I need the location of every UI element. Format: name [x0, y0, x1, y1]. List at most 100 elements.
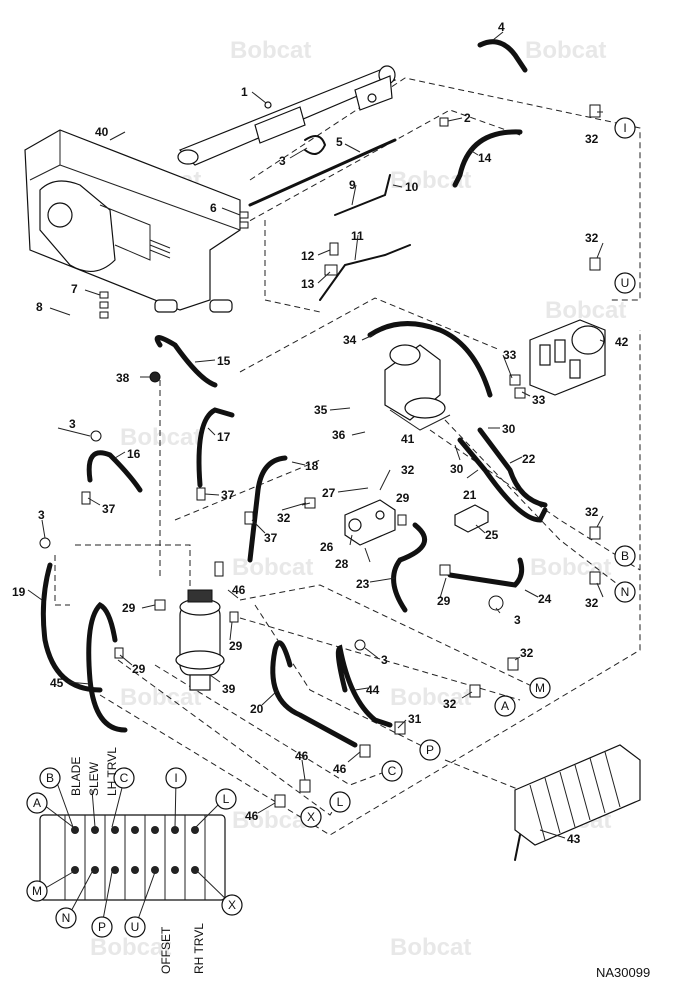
hose-15: [154, 335, 218, 388]
part-label-39: 39: [222, 682, 236, 696]
part-label-32b: 32: [585, 231, 599, 245]
hose-19: [40, 562, 103, 693]
part-label-33: 33: [503, 348, 517, 362]
part-label-18: 18: [305, 459, 319, 473]
part-label-44: 44: [366, 683, 380, 697]
hose-34: [367, 321, 493, 398]
part-label-3d: 3: [514, 613, 521, 627]
connector-U: U: [614, 272, 636, 294]
connector-X: X: [300, 806, 322, 828]
part-label-8: 8: [36, 300, 43, 314]
connection-circles: I U B N M A P C L X B A C I L M N P U X: [26, 117, 636, 938]
connector-M: M: [529, 677, 551, 699]
part-label-10: 10: [405, 180, 419, 194]
main-control-valve: [514, 744, 641, 861]
tube-11: [319, 244, 411, 301]
part-label-32: 32: [585, 132, 599, 146]
watermark: Bobcat: [232, 807, 313, 834]
inset-connector-A: A: [26, 792, 48, 814]
part-label-15: 15: [217, 354, 231, 368]
part-numbers: 1 2 3 4 5 6 7 8 9 10 11 12 13 14 15 16 1…: [12, 20, 629, 846]
part-label-46b: 46: [295, 749, 309, 763]
svg-text:C: C: [120, 771, 129, 785]
hose-14: [452, 129, 523, 188]
svg-text:I: I: [174, 771, 177, 785]
part-label-7: 7: [71, 282, 78, 296]
part-label-46c: 46: [333, 762, 347, 776]
part-label-13: 13: [301, 277, 315, 291]
part-label-1: 1: [241, 85, 248, 99]
label-blade: BLADE: [69, 757, 83, 796]
clamp: [304, 135, 327, 155]
part-label-6: 6: [210, 201, 217, 215]
watermark: Bobcat: [120, 424, 201, 451]
svg-text:M: M: [535, 681, 545, 695]
inset-connector-M: M: [26, 880, 48, 902]
part-label-32h: 32: [443, 697, 457, 711]
inset-connector-X: X: [221, 894, 243, 916]
valve-inset: [39, 814, 226, 901]
valve-25: [454, 504, 489, 533]
connector-A: A: [494, 695, 516, 717]
svg-text:P: P: [426, 743, 434, 757]
connector-B: B: [614, 545, 636, 567]
watermarks: Bobcat Bobcat Bobcat Bobcat Bobcat Bobca…: [90, 37, 626, 961]
pilot-valve: [384, 344, 451, 431]
svg-text:X: X: [228, 898, 236, 912]
part-label-5: 5: [336, 135, 343, 149]
swivel-joint: [175, 589, 225, 691]
part-label-32e: 32: [585, 505, 599, 519]
svg-text:C: C: [388, 764, 397, 778]
part-label-40: 40: [95, 125, 109, 139]
part-label-20: 20: [250, 702, 264, 716]
part-label-32g: 32: [520, 646, 534, 660]
part-label-37b: 37: [221, 488, 235, 502]
part-label-34: 34: [343, 333, 357, 347]
part-label-16: 16: [127, 447, 141, 461]
part-label-19: 19: [12, 585, 26, 599]
part-label-31: 31: [408, 712, 422, 726]
part-label-22: 22: [522, 452, 536, 466]
connector-I: I: [614, 117, 636, 139]
part-label-3b: 3: [69, 417, 76, 431]
hose-18: [247, 455, 288, 563]
part-label-21: 21: [463, 488, 477, 502]
hose-17: [196, 407, 235, 488]
hose-4: [477, 39, 528, 73]
part-label-29b: 29: [122, 601, 136, 615]
tube-9: [334, 174, 391, 216]
part-label-32d: 32: [277, 511, 291, 525]
part-label-3: 3: [279, 154, 286, 168]
part-label-30b: 30: [450, 462, 464, 476]
connector-L: L: [329, 791, 351, 813]
part-label-27: 27: [322, 486, 336, 500]
part-label-35: 35: [314, 403, 328, 417]
svg-text:B: B: [621, 549, 629, 563]
svg-text:N: N: [62, 911, 71, 925]
hose-16: [86, 450, 143, 493]
svg-text:U: U: [131, 920, 140, 934]
part-label-29e: 29: [437, 594, 451, 608]
part-label-3c: 3: [38, 508, 45, 522]
watermark: Bobcat: [525, 37, 606, 64]
blade-cylinder: [177, 65, 397, 166]
part-label-29: 29: [396, 491, 410, 505]
label-offset: OFFSET: [159, 926, 173, 974]
watermark: Bobcat: [230, 37, 311, 64]
part-label-32f: 32: [585, 596, 599, 610]
part-label-37c: 37: [264, 531, 278, 545]
part-label-17: 17: [217, 430, 231, 444]
fittings: [39, 104, 601, 808]
leader-lines: [27, 31, 606, 839]
part-label-42: 42: [615, 335, 629, 349]
label-slew: SLEW: [87, 761, 101, 796]
hose-21: [457, 437, 548, 523]
svg-text:M: M: [32, 884, 42, 898]
watermark: Bobcat: [545, 297, 626, 324]
part-label-4: 4: [498, 20, 505, 34]
svg-text:A: A: [33, 796, 41, 810]
svg-text:I: I: [623, 121, 626, 135]
part-label-25: 25: [485, 528, 499, 542]
inset-connector-C: C: [113, 767, 135, 789]
